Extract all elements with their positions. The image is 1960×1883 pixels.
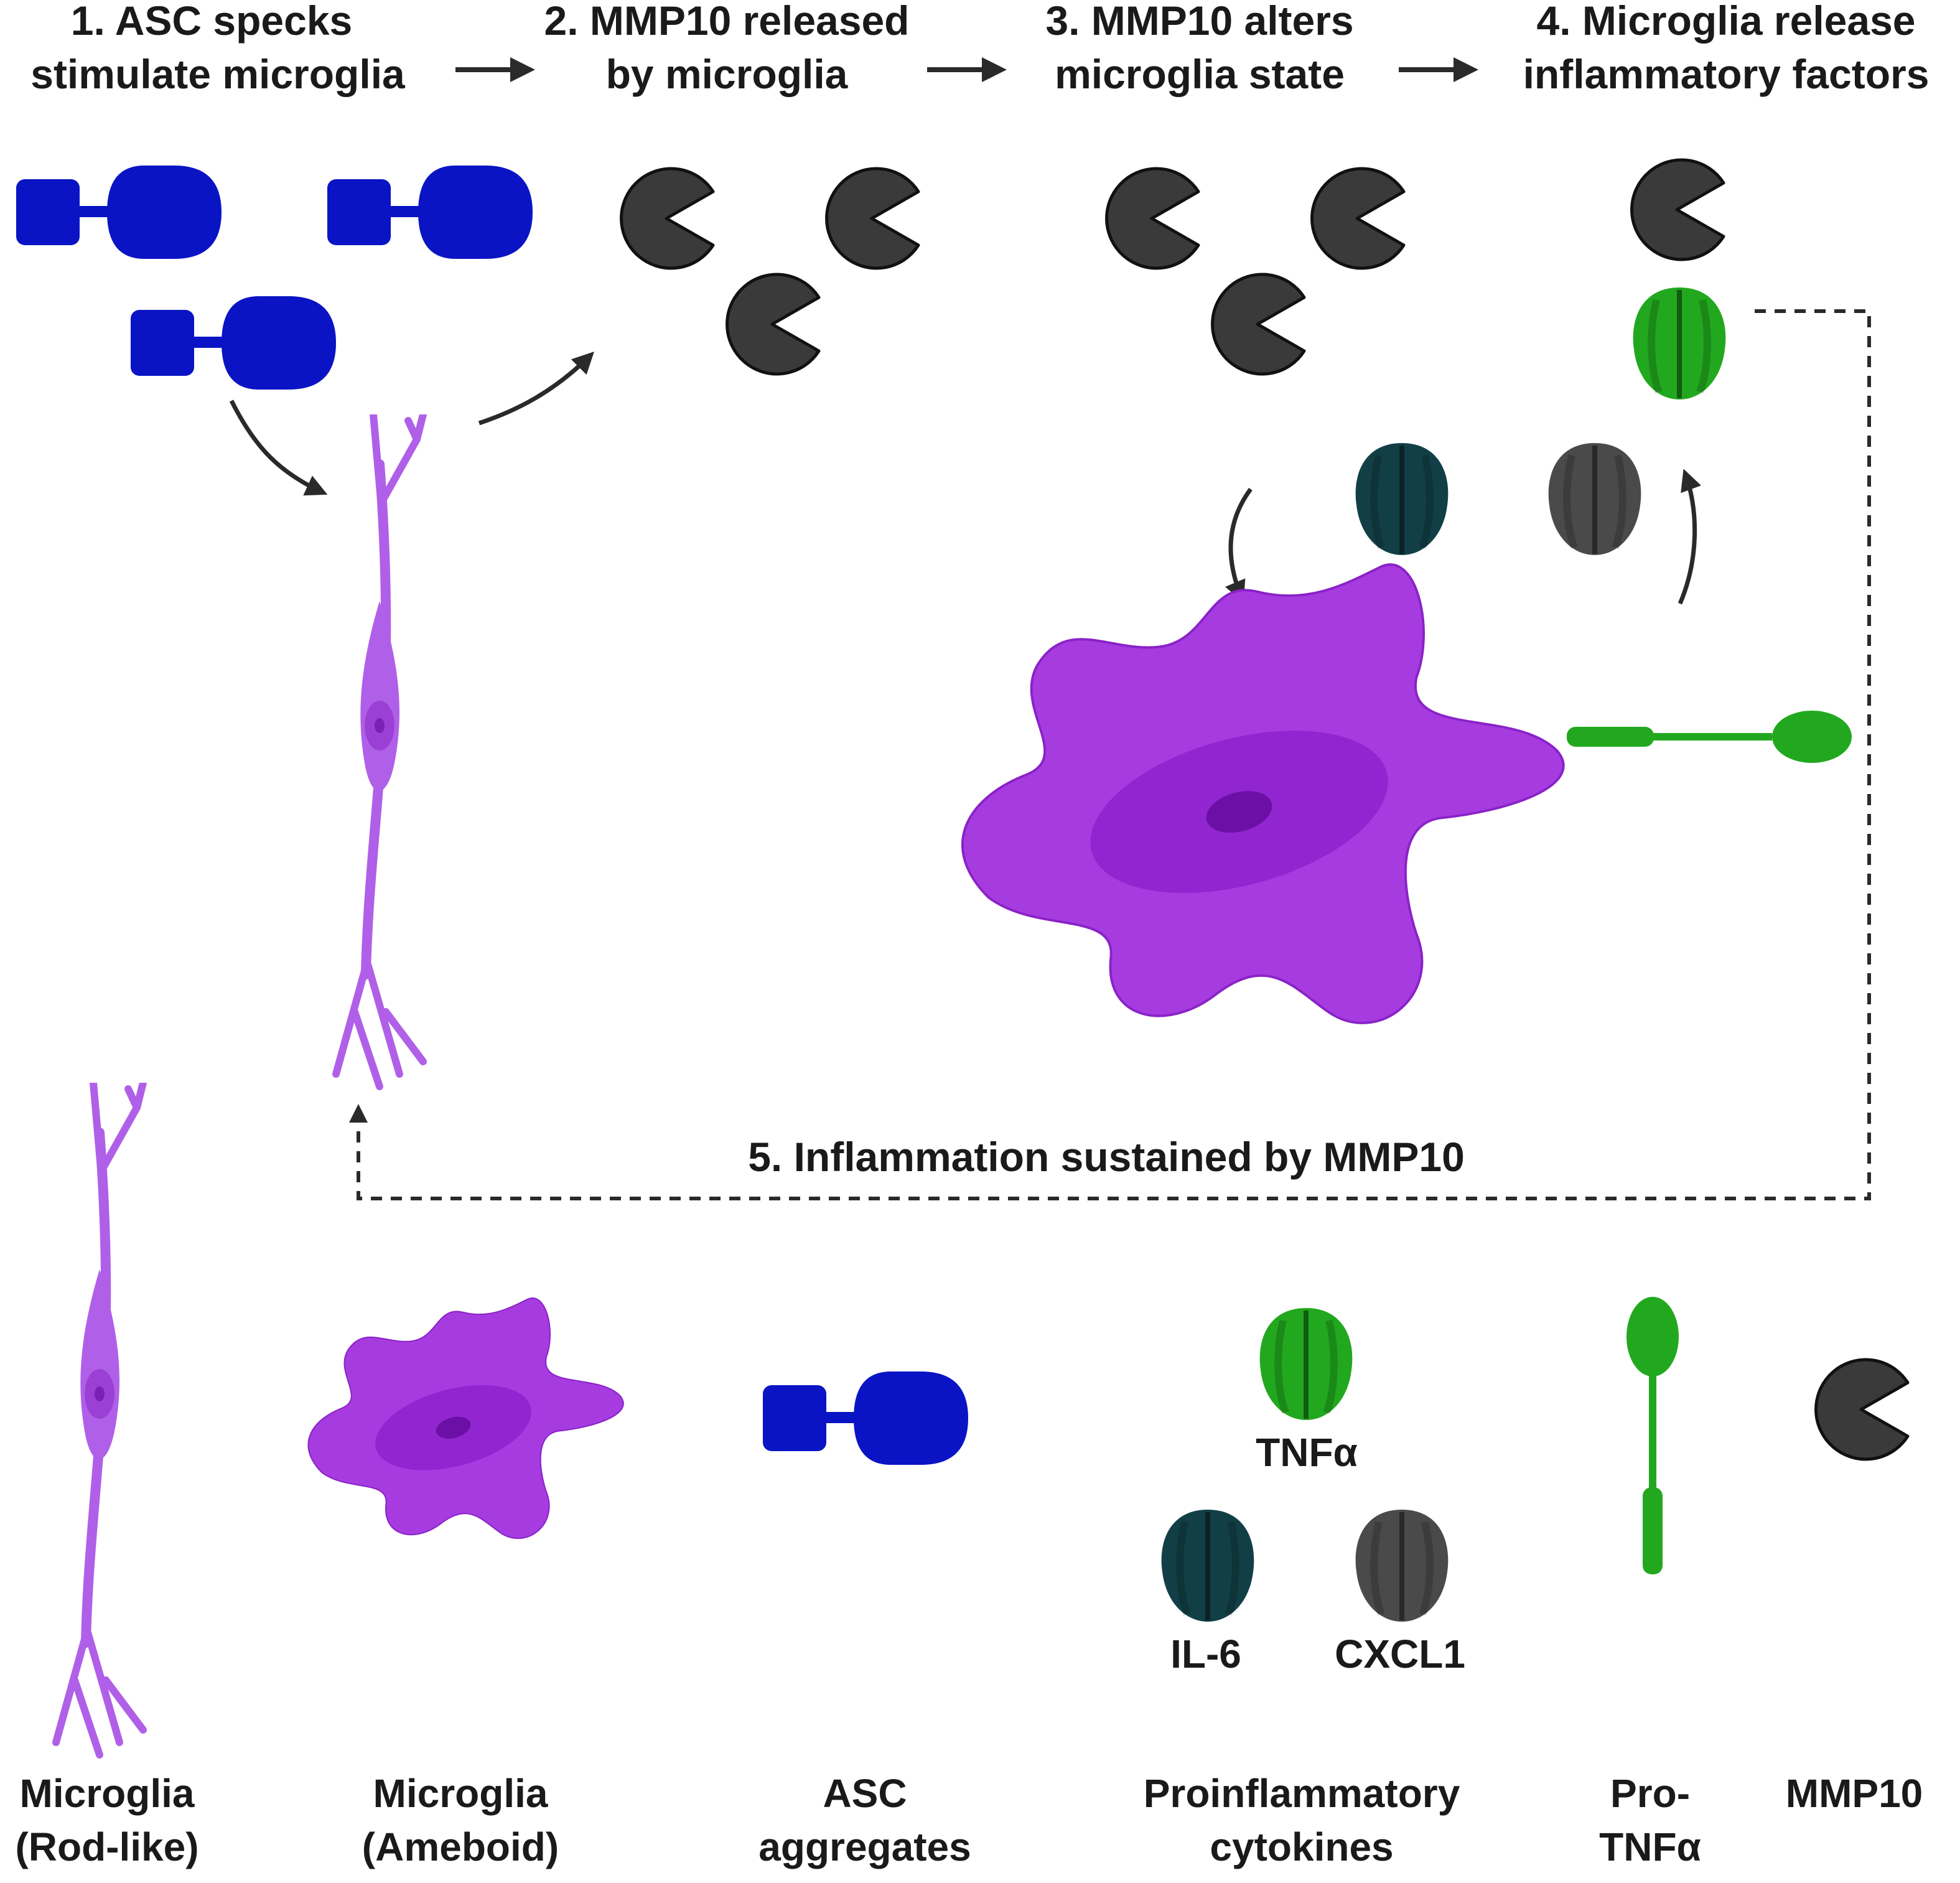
legend-ameboid-microglia-icon [307, 1297, 624, 1540]
svg-text:TNFα: TNFα [1599, 1825, 1701, 1869]
tnf-alpha-molecule [1633, 287, 1726, 399]
svg-text:1. ASC specks: 1. ASC specks [71, 0, 352, 44]
legend-asc-label: ASC aggregates [758, 1771, 971, 1869]
legend-cytokines-label: Proinflammatory cytokines [1144, 1771, 1460, 1869]
mmp10-molecule [1107, 169, 1198, 268]
mmp10-molecule [1632, 160, 1724, 259]
svg-text:2. MMP10 released: 2. MMP10 released [544, 0, 910, 44]
svg-text:MMP10: MMP10 [1786, 1771, 1923, 1816]
svg-text:(Ameboid): (Ameboid) [362, 1825, 559, 1869]
cxcl1-label: CXCL1 [1335, 1632, 1465, 1676]
svg-text:Microglia: Microglia [373, 1771, 548, 1816]
svg-text:inflammatory factors: inflammatory factors [1523, 51, 1930, 97]
svg-text:by microglia: by microglia [606, 51, 849, 97]
svg-text:ASC: ASC [823, 1771, 907, 1816]
asc-speck [16, 166, 222, 259]
svg-text:Proinflammatory: Proinflammatory [1144, 1771, 1460, 1816]
tnf-alpha-label: TNFα [1256, 1430, 1358, 1475]
feedback-loop-label: 5. Inflammation sustained by MMP10 [748, 1134, 1465, 1180]
mmp10-to-ameboid-arrow [1225, 487, 1253, 603]
svg-text:aggregates: aggregates [758, 1825, 971, 1869]
asc-speck [327, 166, 533, 259]
svg-text:3. MMP10 alters: 3. MMP10 alters [1045, 0, 1353, 44]
asc-speck [131, 296, 336, 390]
legend-asc-icon [763, 1371, 968, 1465]
step-4-title: 4. Microglia release inflammatory factor… [1523, 0, 1930, 97]
asc-to-microglia-arrow [229, 399, 328, 496]
mmp10-molecule [1312, 169, 1404, 268]
legend-rod-microglia-icon [56, 1083, 143, 1755]
legend-mmp10-icon [1816, 1360, 1908, 1459]
legend-rod-label: Microglia (Rod-like) [15, 1771, 198, 1869]
rod-microglia [336, 414, 423, 1086]
legend-il6-icon [1162, 1510, 1254, 1622]
ameboid-to-tnf-arrow [1678, 469, 1702, 605]
svg-text:cytokines: cytokines [1210, 1825, 1393, 1869]
step-3-title: 3. MMP10 alters microglia state [1045, 0, 1353, 97]
svg-text:(Rod-like): (Rod-like) [15, 1825, 198, 1869]
svg-text:Microglia: Microglia [20, 1771, 195, 1816]
svg-text:microglia state: microglia state [1055, 51, 1345, 97]
cxcl1-molecule [1549, 443, 1641, 555]
legend-ameboid-label: Microglia (Ameboid) [362, 1771, 559, 1869]
svg-text:stimulate microglia: stimulate microglia [30, 51, 406, 97]
ameboid-microglia [963, 564, 1564, 1023]
il6-molecule [1356, 443, 1449, 555]
step-1-title: 1. ASC specks stimulate microglia [30, 0, 406, 97]
svg-text:4. Microglia release: 4. Microglia release [1537, 0, 1916, 44]
microglia-to-mmp10-arrow [478, 352, 594, 426]
svg-text:Pro-: Pro- [1610, 1771, 1690, 1816]
legend-cxcl1-icon [1356, 1510, 1449, 1622]
pro-tnf-alpha-membrane [1567, 711, 1852, 763]
step-2-title: 2. MMP10 released by microglia [544, 0, 910, 97]
legend-pro-tnf-alpha-icon [1626, 1297, 1679, 1574]
legend-pro-tnf-label: Pro- TNFα [1599, 1771, 1701, 1869]
mmp10-molecule [1213, 274, 1304, 374]
feedback-loop-dashed-line [349, 309, 1871, 1200]
il6-label: IL-6 [1170, 1632, 1241, 1676]
mmp10-molecule [622, 169, 713, 268]
legend-mmp10-label: MMP10 [1786, 1771, 1923, 1816]
mmp10-molecule [727, 274, 819, 374]
legend-tnf-alpha-icon [1260, 1308, 1353, 1420]
mmp10-molecule [827, 169, 918, 268]
